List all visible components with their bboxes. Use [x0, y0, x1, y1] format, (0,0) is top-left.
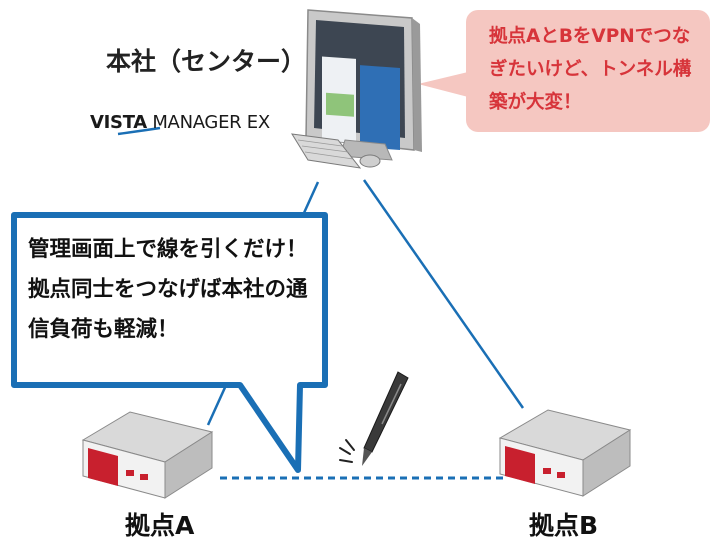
- headquarters-title: 本社（センター）: [106, 47, 307, 76]
- computer-icon: [291, 9, 422, 169]
- callout-text: 拠点AとBをVPNでつなぎたいけど、トンネル構築が大変！: [489, 26, 692, 113]
- speech-bubble-text: 管理画面上で線を引くだけ！ 拠点同士をつなげば本社の通信負荷も軽減！: [28, 237, 308, 342]
- logo-swoosh: [117, 126, 161, 136]
- logo-bold-text: VISTA: [90, 112, 147, 133]
- logo-rest-text: MANAGER EX: [152, 112, 270, 133]
- router-b-icon: [498, 409, 632, 497]
- pen-icon: [362, 371, 409, 466]
- vista-manager-logo: VISTA MANAGER EX: [90, 112, 270, 133]
- router-a-icon: [81, 411, 214, 499]
- callout-box: [466, 10, 710, 132]
- speech-bubble-shape: [11, 212, 328, 473]
- sparkle-marks: [339, 439, 355, 463]
- hq-to-site-b-line: [362, 179, 525, 409]
- site-b-label: 拠点B: [529, 511, 599, 540]
- site-a-label: 拠点A: [125, 511, 195, 540]
- callout-pointer: [418, 72, 472, 98]
